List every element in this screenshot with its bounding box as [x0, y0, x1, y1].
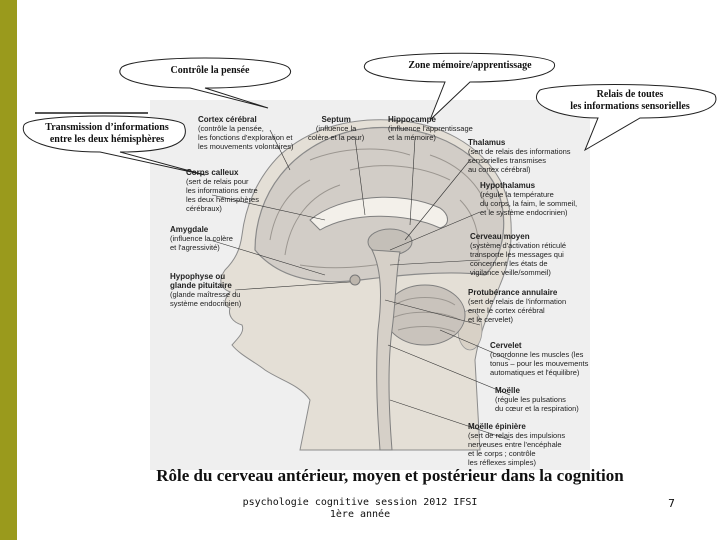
label-cervelet: Cervelet(coordonne les muscles (les tonu…	[490, 341, 588, 377]
label-amygdale: Amygdale(influence la colère et l'agress…	[170, 225, 233, 252]
pituitary	[350, 275, 360, 285]
label-septum: Septum(influence la colère et la peur)	[308, 115, 364, 142]
label-hippocampe: Hippocampe(influence l'apprentissage et …	[388, 115, 473, 142]
page-number: 7	[668, 497, 675, 510]
footer-text: psychologie cognitive session 2012 IFSI …	[230, 497, 490, 521]
callout-cortex-thought: Contrôle la pensée	[130, 65, 290, 77]
accent-bar	[0, 0, 17, 540]
label-corps-calleux: Corps calleux(sert de relais pour les in…	[186, 168, 259, 213]
label-protuberance: Protubérance annulaire(sert de relais de…	[468, 288, 566, 324]
cerebellum	[385, 285, 465, 345]
label-hypophyse: Hypophyse ou glande pituitaire(glande ma…	[170, 272, 241, 308]
figure-caption: Rôle du cerveau antérieur, moyen et post…	[140, 466, 640, 486]
label-hypothalamus: Hypothalamus(régule la température du co…	[480, 181, 577, 217]
callout-memory-zone: Zone mémoire/apprentissage	[375, 60, 565, 72]
label-moelle-epiniere: Moëlle épinière(sert de relais des impul…	[468, 422, 565, 467]
label-cortex: Cortex cérébral(contrôle la pensée, les …	[198, 115, 293, 151]
label-cerveau-moyen: Cerveau moyen(système d'activation rétic…	[470, 232, 566, 277]
label-moelle: Moëlle(régule les pulsations du cœur et …	[495, 386, 579, 413]
callout-hemisphere-transmission: Transmission d’informations entre les de…	[22, 122, 192, 146]
label-thalamus: Thalamus(sert de relais des informations…	[468, 138, 571, 174]
callout-sensory-relay: Relais de toutes les informations sensor…	[545, 89, 715, 113]
brain-diagram: Cortex cérébral(contrôle la pensée, les …	[150, 100, 590, 470]
